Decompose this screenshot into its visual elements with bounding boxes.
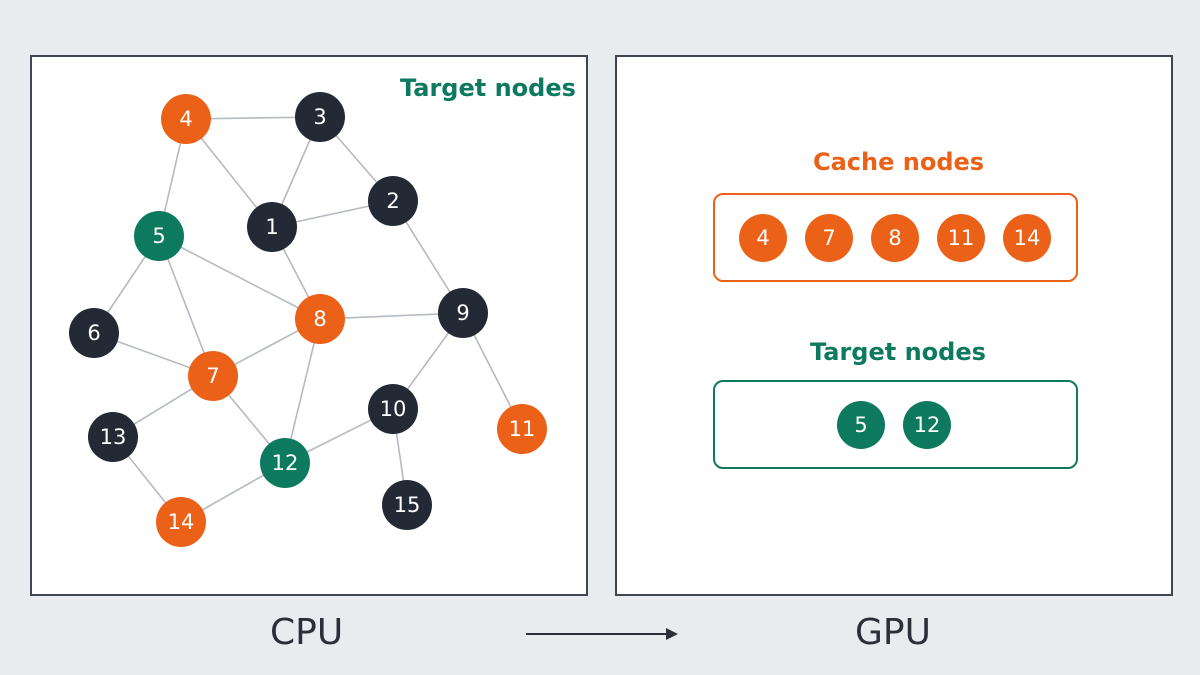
cache-node-chip: 4 — [739, 214, 787, 262]
graph-node-label: 13 — [100, 425, 127, 449]
graph-node-6: 6 — [69, 308, 119, 358]
target-node-chip: 12 — [903, 401, 951, 449]
graph-node-label: 15 — [394, 493, 421, 517]
graph-edge-5-7 — [158, 235, 214, 377]
graph-node-circle — [161, 94, 211, 144]
cache-node-chip: 7 — [805, 214, 853, 262]
graph-node-circle — [295, 294, 345, 344]
graph-node-circle — [88, 412, 138, 462]
graph-node-circle — [438, 288, 488, 338]
graph-node-circle — [156, 497, 206, 547]
graph-node-label: 2 — [386, 189, 399, 213]
graph-node-1: 1 — [247, 202, 297, 252]
graph-node-12: 12 — [260, 438, 310, 488]
graph-node-circle — [295, 92, 345, 142]
graph-node-circle — [247, 202, 297, 252]
cache-nodes-title: Cache nodes — [813, 148, 985, 176]
cache-node-chip: 14 — [1003, 214, 1051, 262]
graph-node-14: 14 — [156, 497, 206, 547]
graph-node-circle — [69, 308, 119, 358]
cache-node-chip: 8 — [871, 214, 919, 262]
graph-node-9: 9 — [438, 288, 488, 338]
graph-node-7: 7 — [188, 351, 238, 401]
graph-node-15: 15 — [382, 480, 432, 530]
graph-node-label: 7 — [206, 364, 219, 388]
graph-node-label: 11 — [509, 417, 536, 441]
graph-node-circle — [260, 438, 310, 488]
graph-node-label: 8 — [313, 307, 326, 331]
target-node-chip: 5 — [837, 401, 885, 449]
gpu-panel — [615, 55, 1173, 596]
graph-node-11: 11 — [497, 404, 547, 454]
graph-node-10: 10 — [368, 384, 418, 434]
gpu-target-nodes-title: Target nodes — [810, 338, 986, 366]
graph-node-label: 14 — [168, 510, 195, 534]
cpu-target-nodes-legend: Target nodes — [400, 74, 576, 102]
graph-node-label: 4 — [179, 107, 192, 131]
graph-node-label: 12 — [272, 451, 299, 475]
graph-node-label: 9 — [456, 301, 469, 325]
graph-node-2: 2 — [368, 176, 418, 226]
graph-node-8: 8 — [295, 294, 345, 344]
gpu-label: GPU — [855, 612, 931, 653]
graph-node-circle — [188, 351, 238, 401]
graph-node-label: 10 — [380, 397, 407, 421]
graph-node-circle — [368, 384, 418, 434]
target-nodes-box: 5 12 — [713, 380, 1078, 469]
cpu-label: CPU — [270, 612, 344, 653]
graph-edge-5-8 — [158, 235, 321, 320]
cache-node-chip: 11 — [937, 214, 985, 262]
graph-node-label: 6 — [87, 321, 100, 345]
graph-node-label: 3 — [313, 105, 326, 129]
graph-node-label: 5 — [152, 224, 165, 248]
graph-node-circle — [497, 404, 547, 454]
graph-node-circle — [368, 176, 418, 226]
graph-node-4: 4 — [161, 94, 211, 144]
graph-node-13: 13 — [88, 412, 138, 462]
graph-node-3: 3 — [295, 92, 345, 142]
transfer-arrow-icon — [526, 628, 678, 640]
graph-node-circle — [134, 211, 184, 261]
graph-node-circle — [382, 480, 432, 530]
graph-node-label: 1 — [265, 215, 278, 239]
graph-node-5: 5 — [134, 211, 184, 261]
